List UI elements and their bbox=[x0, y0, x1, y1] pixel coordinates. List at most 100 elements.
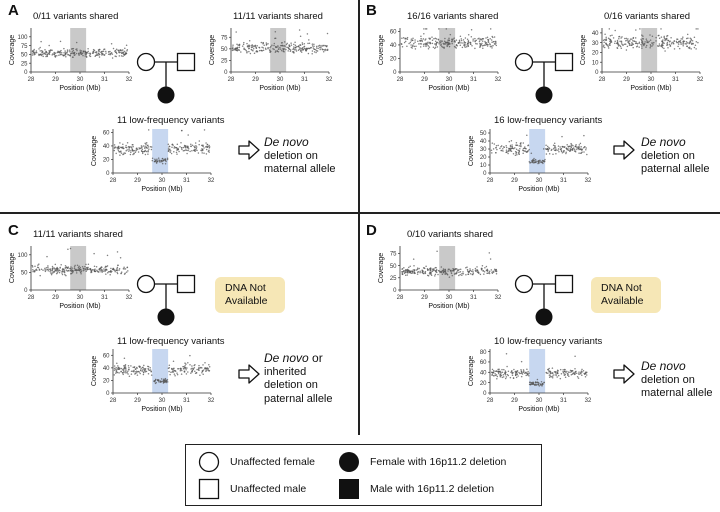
coverage-point bbox=[455, 272, 458, 274]
coverage-point bbox=[127, 369, 130, 371]
x-tick-label: 29 bbox=[252, 77, 259, 83]
y-tick-label: 75 bbox=[390, 252, 397, 258]
coverage-point bbox=[120, 51, 122, 53]
coverage-point bbox=[260, 49, 263, 52]
coverage-point bbox=[488, 270, 491, 273]
coverage-point bbox=[568, 145, 571, 147]
coverage-point bbox=[48, 268, 51, 271]
coverage-point bbox=[82, 54, 84, 57]
y-tick-label: 25 bbox=[21, 61, 28, 67]
coverage-point bbox=[115, 55, 117, 58]
coverage-point bbox=[48, 51, 51, 53]
coverage-point bbox=[571, 144, 573, 146]
coverage-point bbox=[555, 372, 557, 374]
y-tick-label: 0 bbox=[224, 70, 228, 76]
coverage-point bbox=[55, 268, 57, 270]
coverage-point bbox=[406, 268, 409, 271]
coverage-point bbox=[311, 43, 314, 45]
coverage-point bbox=[141, 151, 144, 153]
arrow-icon bbox=[238, 364, 260, 389]
coverage-point bbox=[578, 144, 581, 146]
coverage-point bbox=[557, 148, 560, 150]
open-square-icon bbox=[198, 478, 220, 500]
plot-title: 10 low-frequency variants bbox=[494, 336, 603, 347]
coverage-point bbox=[39, 46, 41, 49]
coverage-point bbox=[102, 50, 105, 53]
coverage-point bbox=[557, 149, 559, 152]
coverage-point bbox=[584, 376, 587, 378]
coverage-point bbox=[115, 51, 118, 54]
coverage-point bbox=[46, 55, 49, 58]
coverage-point bbox=[455, 43, 458, 46]
coverage-point bbox=[168, 370, 170, 373]
coverage-point bbox=[514, 373, 517, 375]
coverage-point bbox=[204, 361, 206, 364]
coverage-point bbox=[289, 49, 292, 51]
coverage-point bbox=[467, 33, 470, 36]
coverage-point bbox=[241, 45, 244, 47]
coverage-point bbox=[423, 272, 425, 275]
coverage-point bbox=[123, 365, 125, 367]
coverage-point bbox=[442, 269, 445, 271]
coverage-point bbox=[629, 38, 632, 40]
coverage-point bbox=[299, 43, 301, 46]
coverage-point bbox=[509, 145, 512, 148]
coverage-point bbox=[688, 47, 691, 50]
coverage-point bbox=[110, 267, 112, 270]
coverage-point bbox=[426, 43, 428, 46]
coverage-point bbox=[484, 40, 486, 43]
coverage-point bbox=[493, 40, 495, 43]
coverage-point bbox=[447, 270, 449, 272]
coverage-point bbox=[518, 145, 521, 147]
coverage-point bbox=[510, 139, 513, 142]
coverage-point bbox=[476, 43, 478, 45]
coverage-point bbox=[84, 55, 86, 57]
coverage-point bbox=[406, 36, 409, 39]
coverage-point bbox=[278, 48, 280, 50]
coverage-point bbox=[467, 42, 469, 45]
coverage-point bbox=[172, 144, 174, 146]
coverage-point bbox=[554, 147, 557, 149]
coverage-point bbox=[292, 47, 295, 50]
coverage-point bbox=[495, 270, 498, 272]
y-tick-label: 100 bbox=[17, 253, 28, 259]
coverage-point bbox=[208, 149, 210, 151]
highlight-region bbox=[70, 28, 87, 72]
coverage-point bbox=[617, 43, 619, 45]
coverage-point bbox=[50, 273, 53, 276]
x-tick-label: 28 bbox=[110, 178, 117, 184]
coverage-point bbox=[555, 373, 557, 375]
coverage-point bbox=[246, 45, 249, 47]
coverage-point bbox=[123, 268, 125, 270]
coverage-point bbox=[126, 141, 129, 144]
coverage-point bbox=[565, 152, 567, 155]
coverage-point bbox=[551, 376, 554, 379]
coverage-point bbox=[420, 37, 422, 40]
coverage-point bbox=[113, 269, 116, 271]
coverage-point bbox=[287, 50, 289, 52]
coverage-point bbox=[125, 371, 127, 374]
conclusion-line: maternal allele bbox=[264, 163, 336, 175]
coverage-point bbox=[466, 38, 469, 41]
coverage-point bbox=[101, 269, 104, 271]
coverage-point bbox=[541, 385, 543, 387]
coverage-point bbox=[86, 267, 89, 269]
x-tick-label: 28 bbox=[397, 77, 404, 83]
coverage-point bbox=[559, 368, 562, 371]
legend-label: Male with 16p11.2 deletion bbox=[370, 483, 495, 495]
coverage-point bbox=[412, 258, 415, 260]
coverage-point bbox=[485, 269, 488, 271]
coverage-point bbox=[435, 44, 437, 47]
coverage-point bbox=[161, 159, 163, 162]
coverage-point bbox=[158, 381, 160, 383]
coverage-point bbox=[624, 37, 626, 40]
coverage-point bbox=[635, 41, 637, 43]
x-tick-label: 32 bbox=[126, 77, 133, 83]
coverage-point bbox=[293, 48, 296, 51]
coverage-point bbox=[401, 37, 403, 39]
coverage-point bbox=[571, 370, 573, 372]
coverage-point bbox=[434, 273, 437, 276]
coverage-point bbox=[193, 146, 196, 149]
